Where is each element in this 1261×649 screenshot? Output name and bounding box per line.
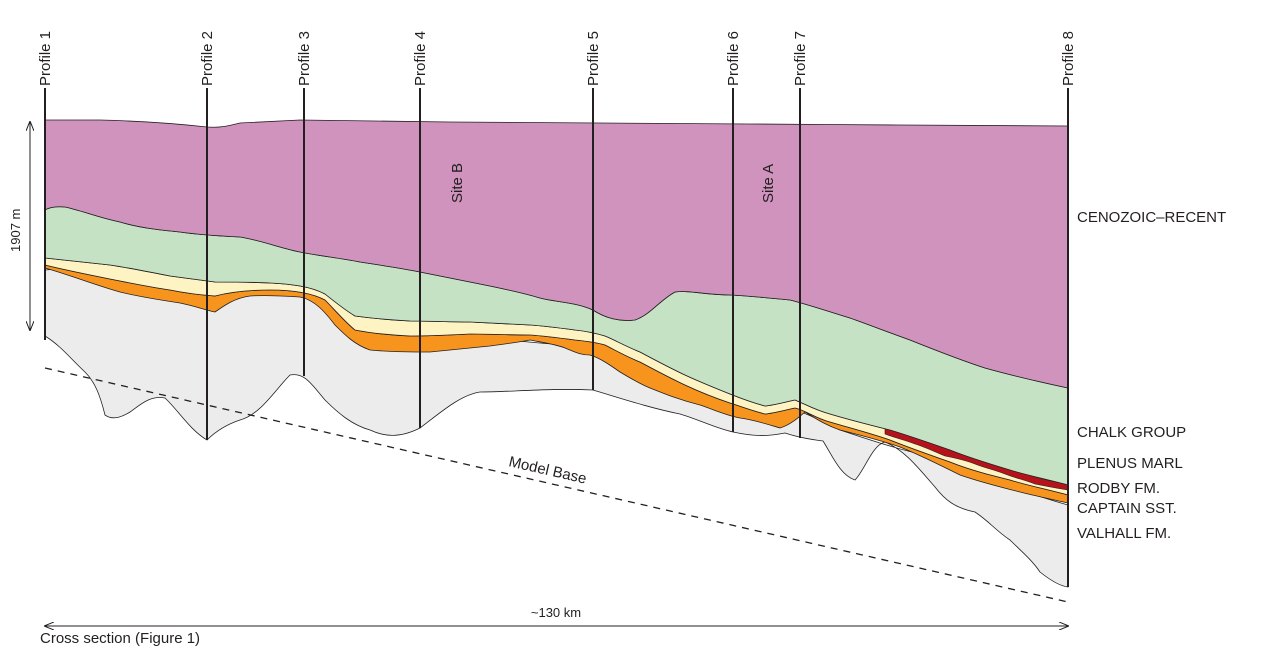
thickness-label: 1907 m xyxy=(8,209,23,252)
profile-label-6: Profile 6 xyxy=(725,31,742,86)
profile-label-2: Profile 2 xyxy=(199,31,216,86)
profile-label-5: Profile 5 xyxy=(585,31,602,86)
site-a-label: Site A xyxy=(760,164,777,203)
profile-lines xyxy=(44,88,1069,587)
unit-label-cenozoic: CENOZOIC–RECENT xyxy=(1077,209,1226,226)
model-base-label: Model Base xyxy=(507,453,588,487)
profile-label-1: Profile 1 xyxy=(37,31,54,86)
unit-label-chalk: CHALK GROUP xyxy=(1077,424,1186,441)
profile-label-3: Profile 3 xyxy=(296,31,313,86)
site-b-label: Site B xyxy=(449,163,466,203)
unit-label-rodby: RODBY FM. xyxy=(1077,480,1160,497)
profile-label-7: Profile 7 xyxy=(792,31,809,86)
figure-caption: Cross section (Figure 1) xyxy=(40,630,200,647)
unit-label-captain: CAPTAIN SST. xyxy=(1077,500,1177,517)
cenozoic-layer xyxy=(44,119,1069,389)
profile-label-4: Profile 4 xyxy=(412,31,429,86)
model-base-line xyxy=(44,367,1069,603)
unit-label-plenus: PLENUS MARL xyxy=(1077,455,1183,472)
distance-label: ~130 km xyxy=(531,605,581,620)
unit-label-valhall: VALHALL FM. xyxy=(1077,525,1171,542)
profile-label-8: Profile 8 xyxy=(1060,31,1077,86)
